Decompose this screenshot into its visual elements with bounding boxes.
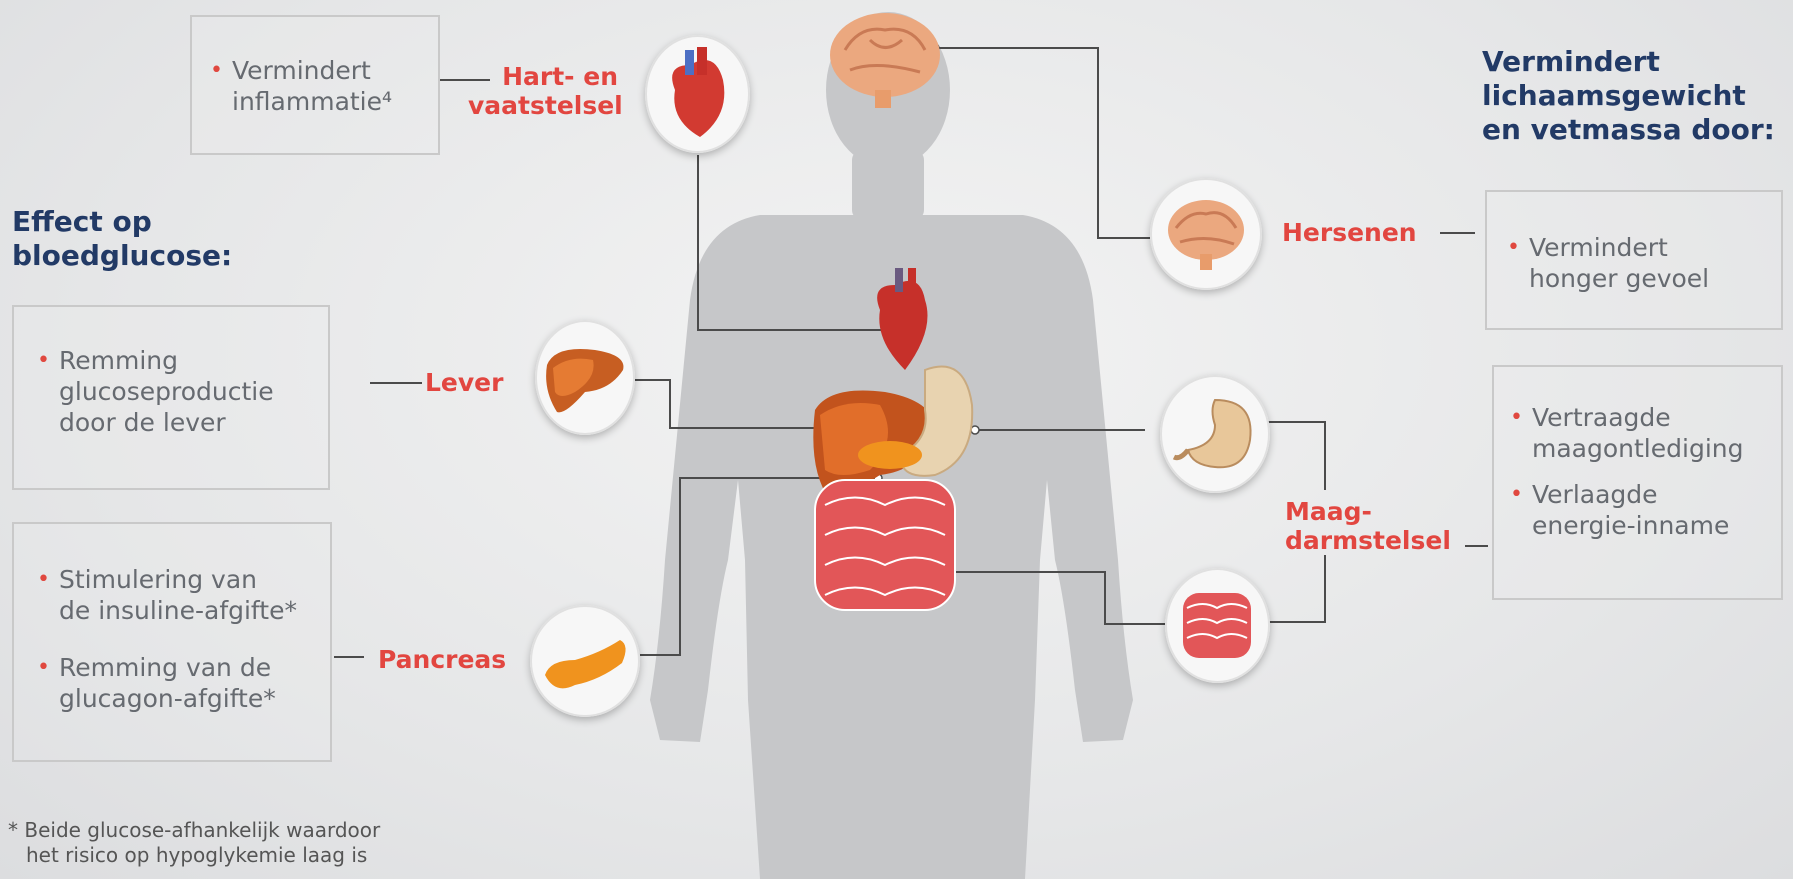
bullet-icon: • (37, 345, 50, 376)
organ-label-gut: Maag- darmstelsel (1285, 497, 1451, 555)
stomach-circle (1160, 375, 1270, 493)
gut-effect-2-line1: Verlaagde (1532, 479, 1729, 510)
heart-effect-line2: inflammatie⁴ (232, 86, 392, 117)
brain-effect-line2: honger gevoel (1529, 263, 1709, 294)
heart-effect-item: • Vermindert inflammatie⁴ (232, 55, 392, 117)
organ-label-heart: Hart- en vaatstelsel (468, 62, 618, 120)
brain-effect-box: • Vermindert honger gevoel (1485, 190, 1783, 330)
pancreas-effect-2-line2: glucagon-afgifte* (59, 683, 276, 714)
bullet-icon: • (37, 652, 50, 683)
right-heading: Vermindert lichaamsgewicht en vetmassa d… (1482, 45, 1775, 147)
gut-effect-1-line2: maagontlediging (1532, 433, 1743, 464)
pancreas-effect-item-2: • Remming van de glucagon-afgifte* (59, 652, 276, 714)
bullet-icon: • (1507, 232, 1520, 263)
left-heading-line2: bloedglucose: (12, 239, 232, 273)
liver-effect-line3: door de lever (59, 407, 274, 438)
gut-effect-box: • Vertraagde maagontlediging • Verlaagde… (1492, 365, 1783, 600)
bullet-icon: • (1510, 479, 1523, 510)
liver-effect-line1: Remming (59, 345, 274, 376)
organ-label-brain: Hersenen (1282, 218, 1417, 247)
left-heading-line1: Effect op (12, 205, 232, 239)
body-brain-illustration (830, 13, 940, 108)
liver-icon (535, 320, 635, 435)
liver-effect-box: • Remming glucoseproductie door de lever (12, 305, 330, 490)
gut-effect-1-line1: Vertraagde (1532, 402, 1743, 433)
right-heading-line3: en vetmassa door: (1482, 113, 1775, 147)
liver-effect-line2: glucoseproductie (59, 376, 274, 407)
pancreas-effect-1-line2: de insuline-afgifte* (59, 595, 297, 626)
footnote: * Beide glucose-afhankelijk waardoor het… (8, 818, 380, 868)
gut-effect-item-1: • Vertraagde maagontlediging (1532, 402, 1743, 464)
organ-label-pancreas: Pancreas (378, 645, 506, 674)
pancreas-effect-item-1: • Stimulering van de insuline-afgifte* (59, 564, 297, 626)
intestines-icon (1165, 568, 1270, 683)
heart-label-line1: Hart- en (468, 62, 618, 91)
pancreas-icon (530, 605, 640, 717)
bullet-icon: • (210, 55, 223, 86)
footnote-line1: * Beide glucose-afhankelijk waardoor (8, 818, 380, 843)
brain-circle (1150, 178, 1262, 290)
liver-circle (535, 320, 635, 435)
body-heart-illustration (877, 268, 927, 370)
right-heading-line2: lichaamsgewicht (1482, 79, 1775, 113)
heart-label-line2: vaatstelsel (468, 91, 618, 120)
heart-circle (645, 35, 750, 153)
gut-effect-item-2: • Verlaagde energie-inname (1532, 479, 1729, 541)
right-heading-line1: Vermindert (1482, 45, 1775, 79)
heart-effect-box: • Vermindert inflammatie⁴ (190, 15, 440, 155)
gut-effect-2-line2: energie-inname (1532, 510, 1729, 541)
heart-icon (645, 35, 750, 153)
pancreas-effect-1-line1: Stimulering van (59, 564, 297, 595)
gut-label-line2: darmstelsel (1285, 526, 1451, 555)
brain-effect-item: • Vermindert honger gevoel (1529, 232, 1709, 294)
pancreas-effect-box: • Stimulering van de insuline-afgifte* •… (12, 522, 332, 762)
stomach-icon (1160, 375, 1270, 493)
pancreas-circle (530, 605, 640, 717)
left-heading: Effect op bloedglucose: (12, 205, 232, 273)
bullet-icon: • (37, 564, 50, 595)
pancreas-effect-2-line1: Remming van de (59, 652, 276, 683)
organ-label-liver: Lever (425, 368, 503, 397)
intestines-circle (1165, 568, 1270, 683)
bullet-icon: • (1510, 402, 1523, 433)
brain-effect-line1: Vermindert (1529, 232, 1709, 263)
liver-effect-item: • Remming glucoseproductie door de lever (59, 345, 274, 438)
footnote-line2: het risico op hypoglykemie laag is (8, 843, 380, 868)
heart-effect-line1: Vermindert (232, 55, 392, 86)
gut-label-line1: Maag- (1285, 497, 1451, 526)
brain-icon (1150, 178, 1262, 290)
